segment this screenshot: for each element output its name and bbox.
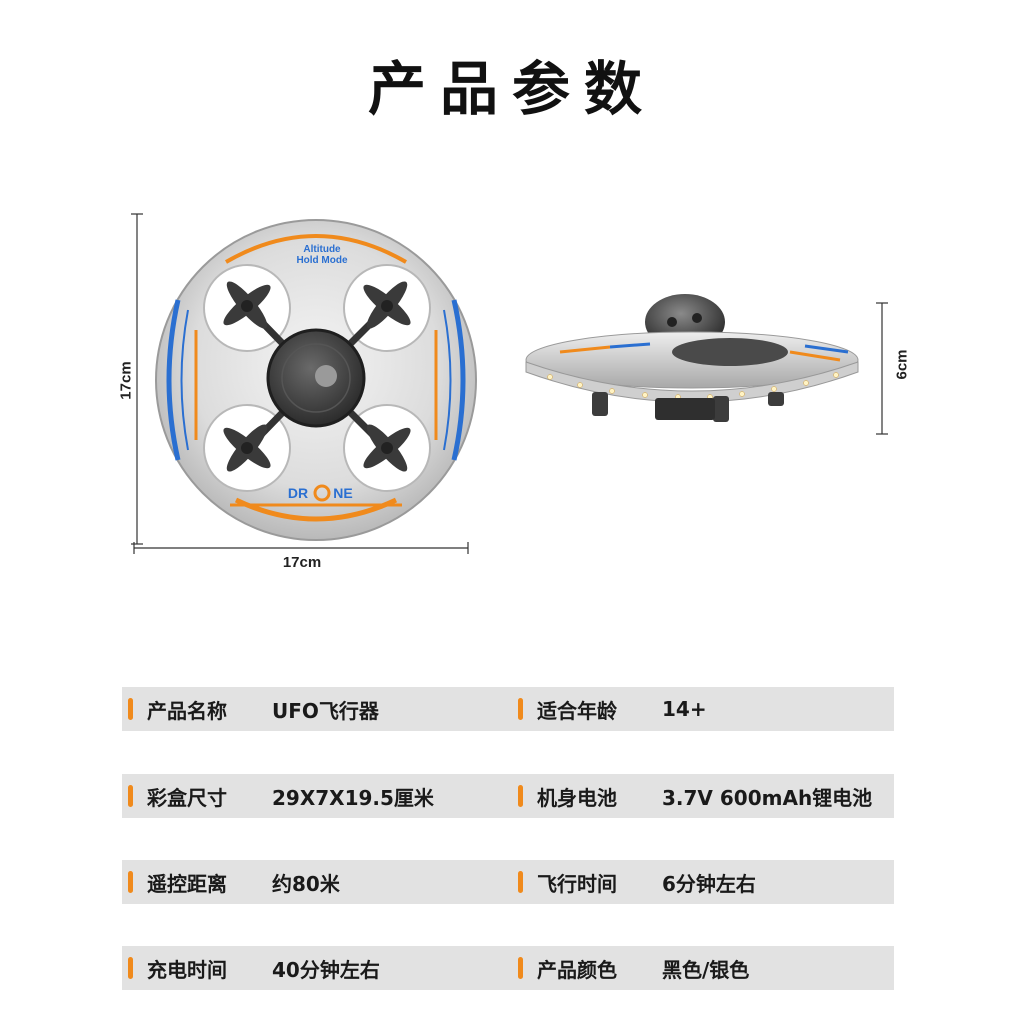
spec-value: 14+ <box>662 697 707 721</box>
spec-key: 飞行时间 <box>537 871 617 896</box>
orange-bullet <box>518 698 523 720</box>
orange-bullet <box>128 871 133 893</box>
mode-label-line2: Hold Mode <box>296 255 348 266</box>
brand-text-left: DR <box>288 485 308 501</box>
spec-row: 产品名称 UFO飞行器 适合年龄 14+ <box>122 687 894 731</box>
spec-key: 充电时间 <box>147 957 227 982</box>
spec-value: 40分钟左右 <box>272 957 380 982</box>
spec-value: 黑色/银色 <box>662 957 750 982</box>
spec-value: 3.7V 600mAh锂电池 <box>662 785 873 810</box>
orange-bullet <box>518 871 523 893</box>
brand-o-icon <box>313 484 331 502</box>
spec-value: 29X7X19.5厘米 <box>272 785 434 810</box>
height-dimension-label: 17cm <box>117 361 135 400</box>
spec-row: 遥控距离 约80米 飞行时间 6分钟左右 <box>122 860 894 904</box>
spec-key: 适合年龄 <box>537 698 617 723</box>
dimension-line-height <box>131 213 143 545</box>
spec-key: 遥控距离 <box>147 871 227 896</box>
orange-bullet <box>518 785 523 807</box>
dimension-line-thickness <box>876 302 888 435</box>
spec-value: 约80米 <box>272 871 340 896</box>
spec-key: 机身电池 <box>537 785 617 810</box>
spec-key: 产品颜色 <box>537 957 617 982</box>
spec-row: 彩盒尺寸 29X7X19.5厘米 机身电池 3.7V 600mAh锂电池 <box>122 774 894 818</box>
orange-bullet <box>128 698 133 720</box>
ufo-top-view <box>155 219 477 541</box>
orange-bullet <box>128 957 133 979</box>
ufo-side-view <box>525 294 859 422</box>
orange-bullet <box>128 785 133 807</box>
orange-bullet <box>518 957 523 979</box>
spec-key: 彩盒尺寸 <box>147 785 227 810</box>
brand-text-right: NE <box>333 485 352 501</box>
spec-key: 产品名称 <box>147 698 227 723</box>
spec-row: 充电时间 40分钟左右 产品颜色 黑色/银色 <box>122 946 894 990</box>
mode-label-line1: Altitude <box>303 244 341 255</box>
spec-value: UFO飞行器 <box>272 698 379 723</box>
thickness-dimension-label: 6cm <box>893 349 911 380</box>
page-title: 产品参数 <box>367 55 656 123</box>
dimension-line-width <box>133 542 469 554</box>
spec-value: 6分钟左右 <box>662 871 756 896</box>
width-dimension-label: 17cm <box>282 554 322 571</box>
